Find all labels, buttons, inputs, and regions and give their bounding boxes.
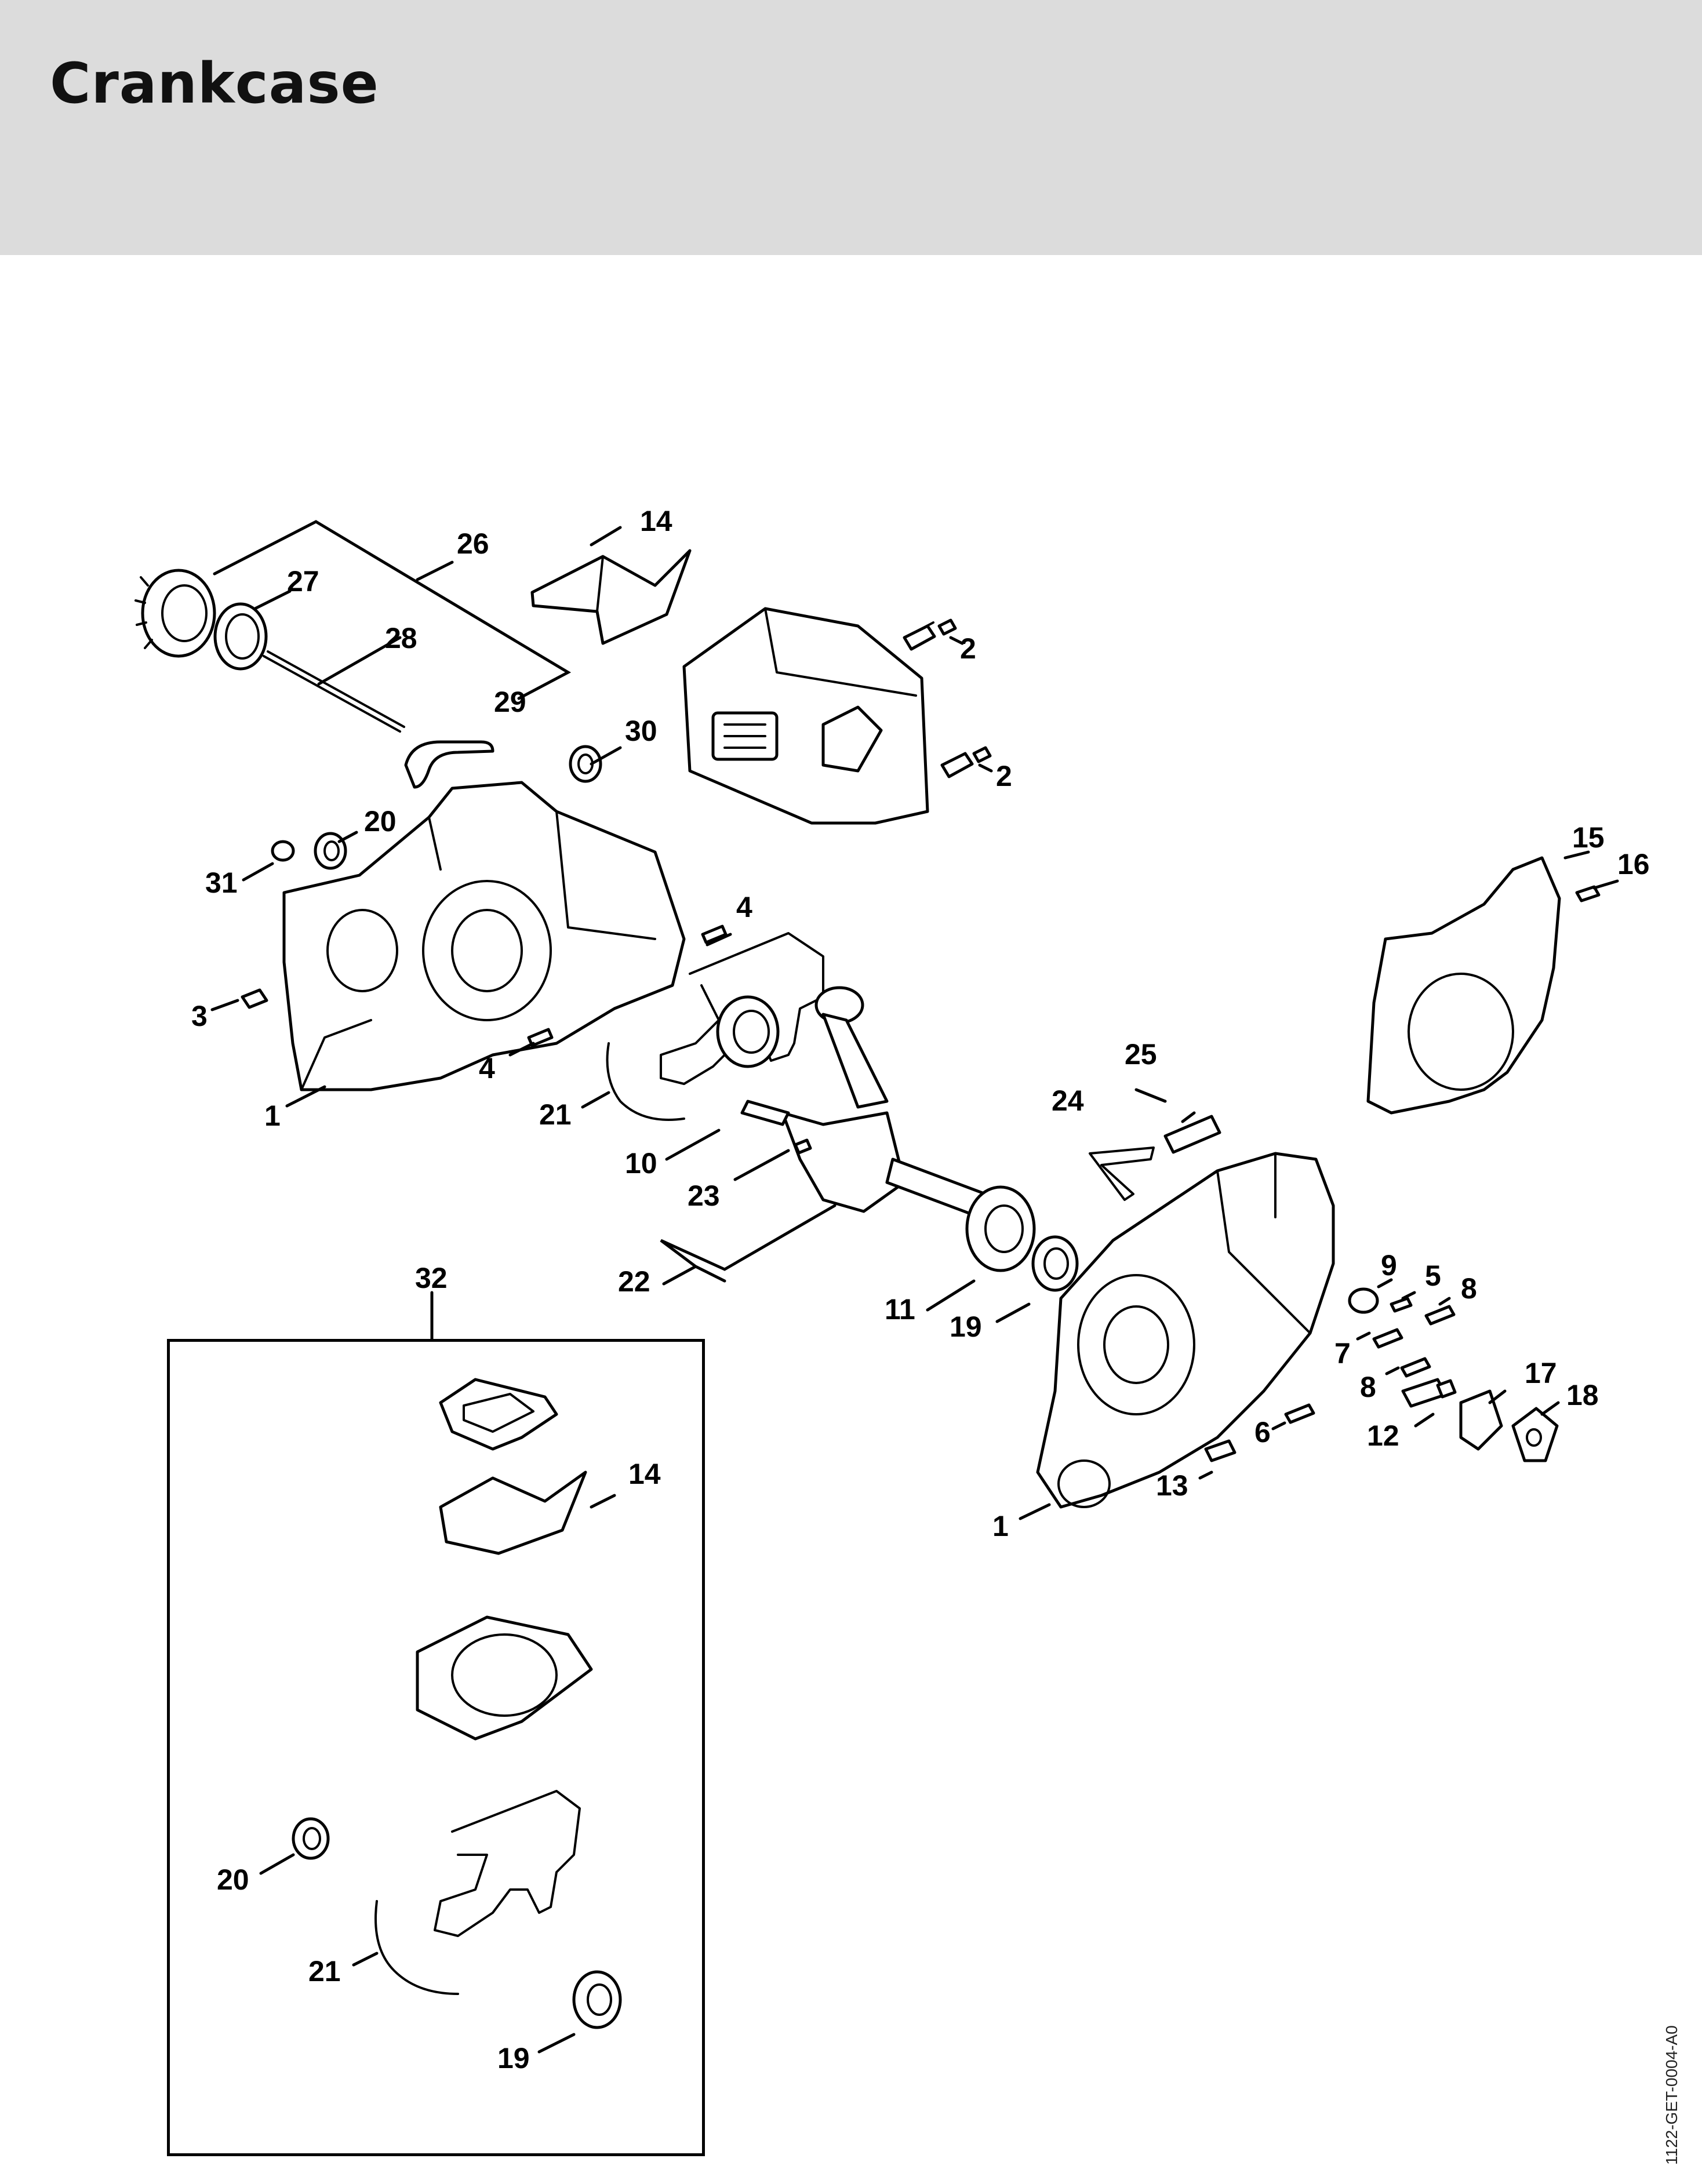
header-band [0, 0, 1702, 255]
callout-10: 10 [625, 1147, 657, 1180]
stud-part [1401, 1378, 1457, 1408]
plug-part [569, 745, 602, 783]
callout-3: 3 [191, 1000, 208, 1032]
callout-17: 17 [1525, 1357, 1557, 1389]
stud-part [1424, 1305, 1456, 1326]
washer-part [213, 602, 268, 671]
gasket-set-box [167, 1339, 705, 2156]
callout-11: 11 [885, 1293, 915, 1326]
callout-19: 19 [497, 2042, 530, 2074]
screw-part [940, 746, 992, 778]
cover-plate-part [1366, 856, 1561, 1115]
callout-32: 32 [415, 1262, 448, 1294]
bracket-part [1511, 1407, 1559, 1462]
crankcase-left-part [282, 781, 686, 1091]
callout-9: 9 [1381, 1249, 1397, 1282]
fitting-part [1163, 1115, 1221, 1154]
callout-31: 31 [205, 867, 238, 899]
callout-26: 26 [457, 527, 489, 560]
callout-12: 12 [1367, 1419, 1399, 1452]
callout-7: 7 [1334, 1337, 1351, 1370]
callout-25: 25 [1125, 1038, 1157, 1071]
callout-21: 21 [539, 1098, 572, 1131]
kit-seal-part [292, 1817, 330, 1860]
kit-seal-part [572, 1970, 622, 2029]
sleeve-part [1348, 1287, 1379, 1314]
plate-part [1459, 1389, 1503, 1451]
nut-part [271, 840, 295, 862]
hook-part [404, 740, 494, 789]
callout-2: 2 [960, 632, 976, 665]
callout-15: 15 [1572, 821, 1605, 854]
fitting-part [241, 988, 268, 1009]
callout-19: 19 [950, 1311, 982, 1343]
stud-part [1400, 1357, 1431, 1378]
screw-part [1204, 1439, 1237, 1462]
callout-2: 2 [996, 760, 1012, 792]
starter-pulley-part [134, 569, 216, 658]
baffle-part [530, 549, 692, 645]
callout-4: 4 [736, 891, 752, 923]
callout-20: 20 [217, 1863, 249, 1896]
muffler-housing-part [682, 607, 929, 825]
callout-30: 30 [625, 715, 657, 747]
callout-29: 29 [494, 686, 526, 718]
kit-baffle-part [439, 1470, 587, 1555]
callout-22: 22 [618, 1265, 650, 1298]
callout-21: 21 [308, 1955, 341, 1988]
bearing-part [716, 995, 780, 1068]
callout-18: 18 [1566, 1379, 1599, 1411]
callout-8: 8 [1360, 1371, 1376, 1403]
kit-gasket-part [374, 1790, 581, 1995]
callout-14: 14 [628, 1458, 661, 1490]
screw-part [903, 618, 957, 651]
callout-6: 6 [1254, 1416, 1271, 1448]
kit-gasket-part [416, 1615, 593, 1741]
stud-part [1284, 1403, 1315, 1424]
seal-part [314, 832, 347, 870]
callout-8: 8 [1461, 1272, 1477, 1305]
callout-24: 24 [1052, 1084, 1084, 1117]
stud-part [1372, 1328, 1403, 1349]
callout-27: 27 [287, 565, 319, 598]
screw-part [1575, 885, 1601, 902]
callout-13: 13 [1156, 1469, 1188, 1502]
kit-gasket-part [439, 1378, 558, 1451]
key-part [794, 1138, 812, 1155]
rod-part [263, 650, 405, 733]
pin-part [1390, 1297, 1413, 1313]
crankcase-right-part [1036, 1152, 1335, 1509]
callout-28: 28 [385, 622, 417, 654]
leader-lines [210, 520, 1619, 2054]
callout-5: 5 [1425, 1260, 1441, 1292]
callout-labels: 26 14 27 28 29 2 2 30 20 31 4 3 4 1 21 1… [191, 505, 1650, 2074]
callout-16: 16 [1617, 848, 1650, 880]
seal-part [1031, 1235, 1079, 1292]
callout-20: 20 [364, 805, 397, 838]
callout-1: 1 [992, 1510, 1009, 1542]
callout-23: 23 [688, 1180, 720, 1212]
page-title: Crankcase [50, 51, 379, 116]
crankshaft-part [740, 986, 987, 1219]
callout-14: 14 [640, 505, 672, 537]
bearing-part [965, 1185, 1036, 1272]
callout-1: 1 [264, 1100, 281, 1132]
callout-4: 4 [479, 1052, 495, 1084]
oil-line-part [1089, 1146, 1155, 1201]
